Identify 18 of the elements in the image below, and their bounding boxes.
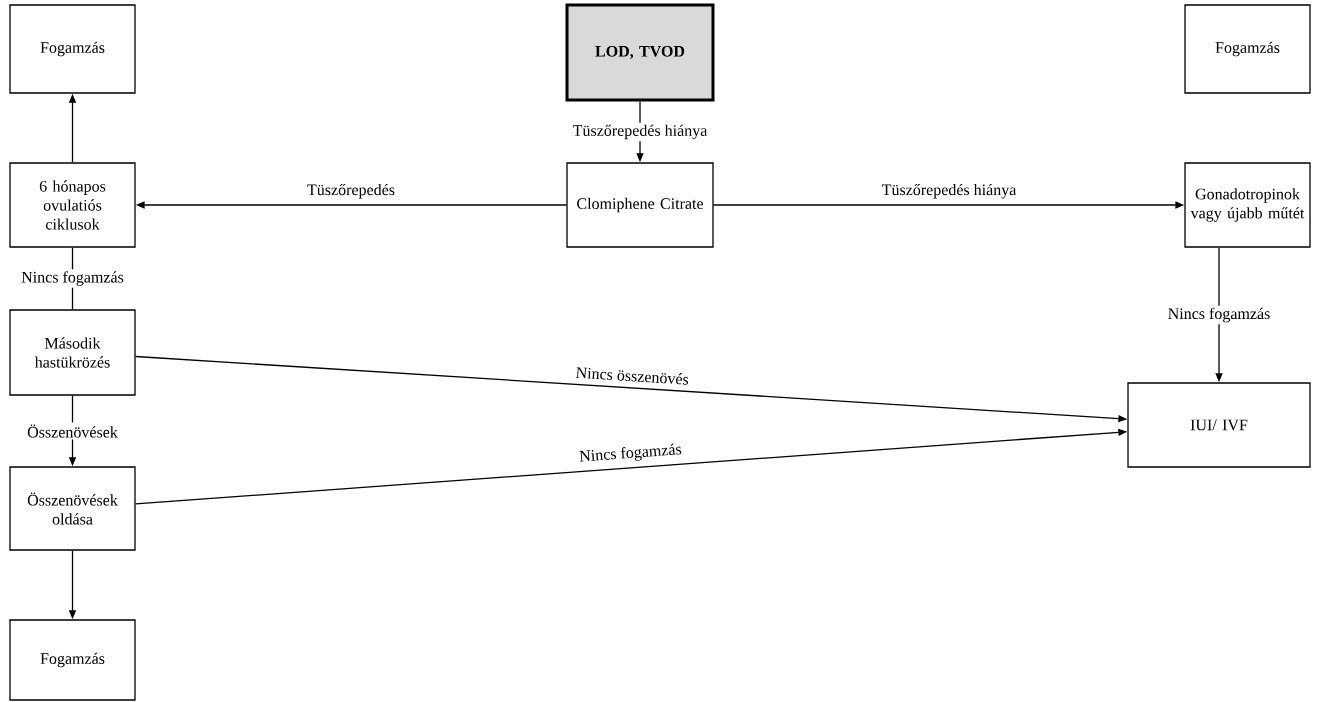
process-box: Összenövések oldása (9, 466, 136, 551)
process-box: Fogamzás (9, 4, 136, 94)
edge-label: Nincs fogamzás (1165, 305, 1273, 325)
edge-label: Nincs fogamzás (19, 269, 126, 288)
edge-label: Tüszőrepedés hiánya (882, 183, 1017, 199)
process-box: Gonadotropinok vagy újabb műtét (1184, 162, 1311, 248)
start-box: LOD, TVOD (565, 3, 715, 102)
process-box: Fogamzás (9, 619, 136, 701)
edge-label: Tüszőrepedés hiánya (570, 122, 710, 142)
edge-label: Nincs fogamzás (579, 443, 682, 462)
process-box: 6 hónapos ovulatiós ciklusok (9, 162, 136, 248)
process-box: Fogamzás (1184, 4, 1311, 94)
process-box: Clomiphene Citrate (566, 162, 714, 248)
process-box: IUI/ IVF (1127, 382, 1311, 468)
process-box: Második hastükrözés (9, 309, 136, 396)
edge-label: Tüszőrepedés (307, 183, 395, 199)
edge-label: Összenövések (25, 422, 120, 440)
edge-label: Nincs összenövés (575, 367, 688, 385)
